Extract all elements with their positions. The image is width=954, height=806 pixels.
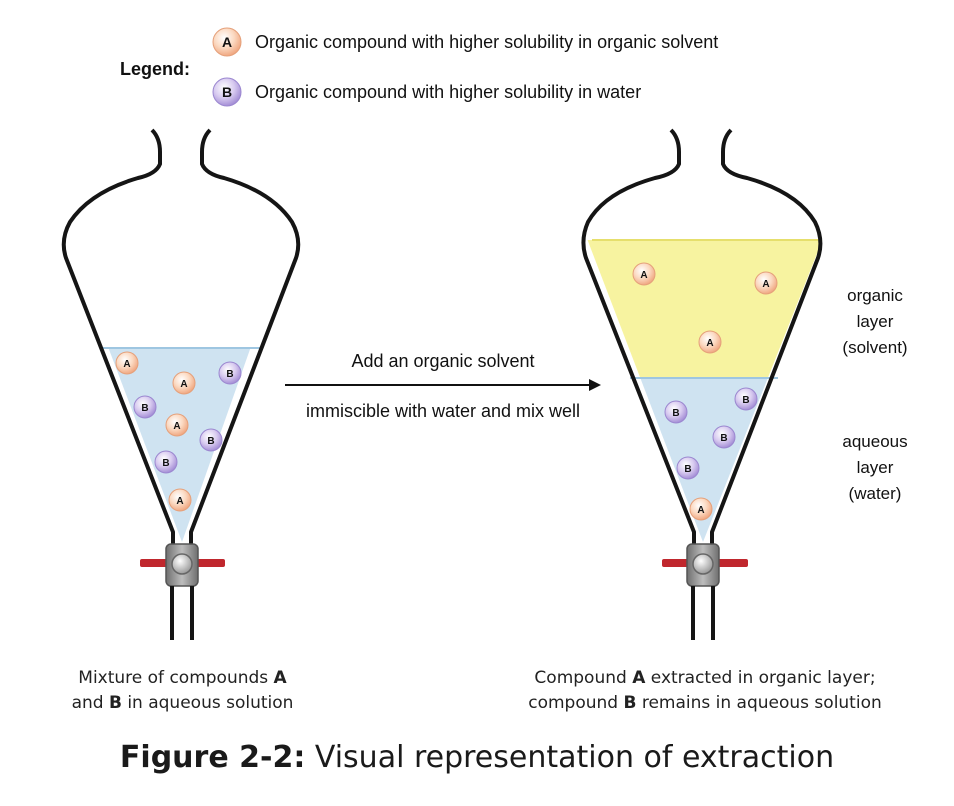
legend-item-b: B Organic compound with higher solubilit… <box>212 77 641 107</box>
left-funnel-caption: Mixture of compounds A and B in aqueous … <box>40 666 325 716</box>
right-stopcock-knob <box>692 553 714 575</box>
molecule-b: B <box>133 395 157 419</box>
left-drain-tip <box>170 586 194 640</box>
diagram-canvas: Legend: A Organic compound with higher s… <box>61 27 908 640</box>
arrow-head <box>589 379 601 391</box>
molecule-b: B <box>734 387 758 411</box>
molecule-b: B <box>712 425 736 449</box>
left-funnel-outline <box>61 128 301 545</box>
aqueous-layer-liquid <box>586 378 824 542</box>
svg-text:layer: layer <box>857 312 894 331</box>
molecule-a: A <box>115 351 139 375</box>
molecule-a: A <box>165 413 189 437</box>
svg-text:(water): (water) <box>849 484 902 503</box>
figure-label: Figure 2-2: <box>119 740 306 775</box>
right-drain-tip <box>691 586 715 640</box>
legend-a-text: Organic compound with higher solubility … <box>255 32 718 52</box>
legend: Legend: A Organic compound with higher s… <box>120 27 718 107</box>
left-caption-line1: Mixture of compounds A <box>78 668 287 688</box>
left-molecules: A B A B A B B A <box>115 351 242 512</box>
svg-text:A: A <box>173 421 180 432</box>
organic-layer-liquid <box>586 240 824 378</box>
svg-text:B: B <box>742 395 749 406</box>
svg-text:A: A <box>762 279 769 290</box>
molecule-b: B <box>218 361 242 385</box>
svg-text:(solvent): (solvent) <box>842 338 907 357</box>
right-funnel <box>581 128 824 640</box>
legend-title: Legend: <box>120 59 190 79</box>
svg-text:A: A <box>697 505 704 516</box>
legend-b-text: Organic compound with higher solubility … <box>255 82 641 102</box>
svg-text:B: B <box>684 464 691 475</box>
right-funnel-outline <box>581 128 823 545</box>
compound-a-marker <box>212 27 242 57</box>
arrow-label-line1: Add an organic solvent <box>351 351 534 371</box>
molecule-b: B <box>676 456 700 480</box>
svg-text:B: B <box>207 436 214 447</box>
compound-b-symbol: B <box>222 84 232 100</box>
molecule-a: A <box>168 488 192 512</box>
compound-a-symbol: A <box>222 34 232 50</box>
svg-text:B: B <box>141 403 148 414</box>
molecule-a: A <box>632 262 656 286</box>
left-stopcock-knob <box>171 553 193 575</box>
molecule-a: A <box>172 371 196 395</box>
right-caption-line2: compound B remains in aqueous solution <box>528 693 882 713</box>
molecule-a: A <box>754 271 778 295</box>
svg-text:A: A <box>123 359 130 370</box>
right-funnel-caption: Compound A extracted in organic layer; c… <box>505 666 905 716</box>
molecule-b: B <box>199 428 223 452</box>
figure-caption: Figure 2-2: Visual representation of ext… <box>0 740 954 775</box>
molecule-a: A <box>689 497 713 521</box>
svg-text:organic: organic <box>847 286 903 305</box>
svg-text:B: B <box>226 369 233 380</box>
svg-text:B: B <box>162 458 169 469</box>
molecule-b: B <box>154 450 178 474</box>
aqueous-layer-label: aqueous layer (water) <box>842 432 907 503</box>
svg-text:B: B <box>720 433 727 444</box>
arrow-label-line2: immiscible with water and mix well <box>306 401 580 421</box>
left-caption-line2: and B in aqueous solution <box>71 693 294 713</box>
right-caption-line1: Compound A extracted in organic layer; <box>534 668 876 688</box>
compound-b-marker <box>212 77 242 107</box>
figure-title: Visual representation of extraction <box>305 740 835 775</box>
svg-text:A: A <box>180 379 187 390</box>
svg-text:A: A <box>706 338 713 349</box>
svg-text:A: A <box>176 496 183 507</box>
svg-text:A: A <box>640 270 647 281</box>
organic-layer-label: organic layer (solvent) <box>842 286 907 357</box>
molecule-b: B <box>664 400 688 424</box>
molecule-a: A <box>698 330 722 354</box>
svg-text:B: B <box>672 408 679 419</box>
svg-text:layer: layer <box>857 458 894 477</box>
right-molecules: A A A B B B B A <box>632 262 778 521</box>
legend-item-a: A Organic compound with higher solubilit… <box>212 27 718 57</box>
process-arrow: Add an organic solvent immiscible with w… <box>285 351 601 421</box>
svg-text:aqueous: aqueous <box>842 432 907 451</box>
